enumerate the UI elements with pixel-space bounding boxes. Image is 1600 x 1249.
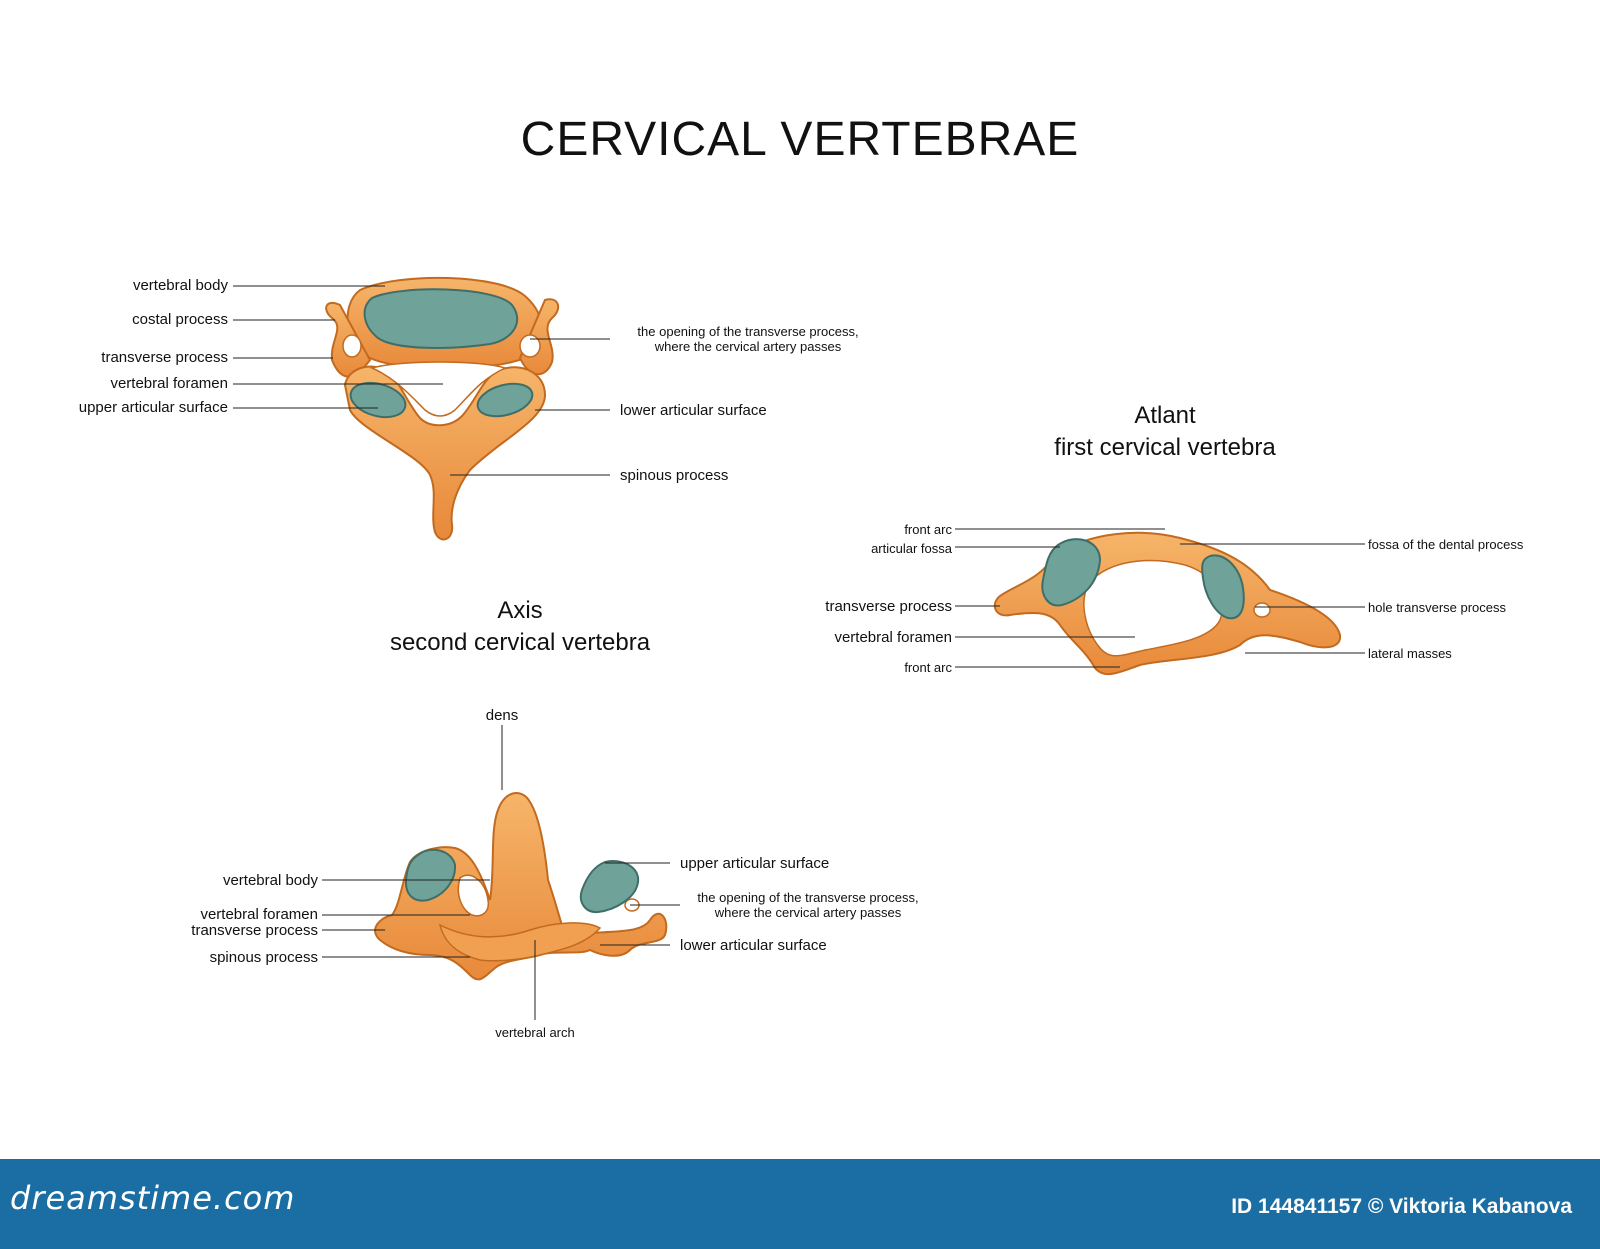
atlant-label-lateral-masses: lateral masses [1368,646,1452,661]
axis-left-articular [404,848,457,902]
label-vertebral-body: vertebral body [132,277,228,294]
label-upper-articular-surface: upper articular surface [78,399,228,416]
typical-body-surface [363,288,519,349]
atlant-label-vertebral-foramen: vertebral foramen [834,629,952,646]
label-transverse-opening: the opening of the transverse process, w… [618,324,878,354]
axis-label-opening-line2: where the cervical artery passes [714,905,902,920]
axis-label-transverse-opening: the opening of the transverse process, w… [678,890,938,920]
axis-leader-lines [322,725,680,1020]
axis-right-articular [579,860,640,914]
atlant-label-front-arc-bottom: front arc [904,660,952,675]
atlas-left-fossa [1041,538,1102,607]
atlas-leader-lines [955,528,1365,668]
atlant-subtitle: first cervical vertebra [1054,434,1276,461]
diagram-artwork [233,276,1365,1020]
typical-vertebral-foramen [369,361,508,417]
typical-leader-lines [233,285,610,476]
axis-label-upper-articular: upper articular surface [680,855,830,872]
label-transverse-opening-line2: where the cervical artery passes [654,339,842,354]
atlant-title: Atlant [1134,402,1196,429]
axis-foramen [457,874,490,917]
atlas-illustration [993,531,1342,676]
typical-left-articular [349,381,407,419]
axis-title: Axis [497,597,543,624]
typical-vertebra-illustration [325,276,560,541]
axis-subtitle: second cervical vertebra [389,629,651,656]
axis-label-dens: dens [485,707,519,724]
atlant-label-front-arc-top: front arc [904,522,952,537]
axis-label-vertebral-body: vertebral body [222,872,318,889]
label-transverse-opening-line1: the opening of the transverse process, [637,324,859,339]
axis-heading: Axis second cervical vertebra [360,595,680,659]
label-lower-articular-surface: lower articular surface [620,402,767,419]
atlas-foramen [1083,559,1224,657]
label-transverse-process: transverse process [101,349,228,366]
label-costal-process: costal process [132,311,228,328]
atlant-label-hole-transverse: hole transverse process [1368,600,1507,615]
footer-bar: dreamstime.com ID 144841157 © Viktoria K… [0,1159,1600,1249]
atlas-right-fossa [1201,554,1245,620]
axis-label-lower-articular: lower articular surface [680,937,827,954]
axis-label-vertebral-arch: vertebral arch [495,1025,575,1040]
atlant-label-dental-fossa: fossa of the dental process [1368,537,1524,552]
atlant-heading: Atlant first cervical vertebra [1000,400,1330,464]
atlant-label-transverse-process: transverse process [825,598,952,615]
image-id-credit: ID 144841157 © Viktoria Kabanova [1231,1195,1572,1218]
axis-label-vertebral-foramen: vertebral foramen [200,906,318,923]
axis-label-opening-line1: the opening of the transverse process, [697,890,919,905]
axis-arch [438,922,602,962]
label-vertebral-foramen: vertebral foramen [110,375,228,392]
axis-label-transverse-process: transverse process [191,922,318,939]
atlant-label-articular-fossa: articular fossa [871,541,952,556]
brand-logo: dreamstime.com [10,1179,296,1217]
label-spinous-process: spinous process [620,467,729,484]
axis-illustration [374,792,668,981]
axis-label-spinous-process: spinous process [209,949,318,966]
page-title: CERVICAL VERTEBRAE [520,113,1080,166]
typical-right-articular [476,382,534,418]
